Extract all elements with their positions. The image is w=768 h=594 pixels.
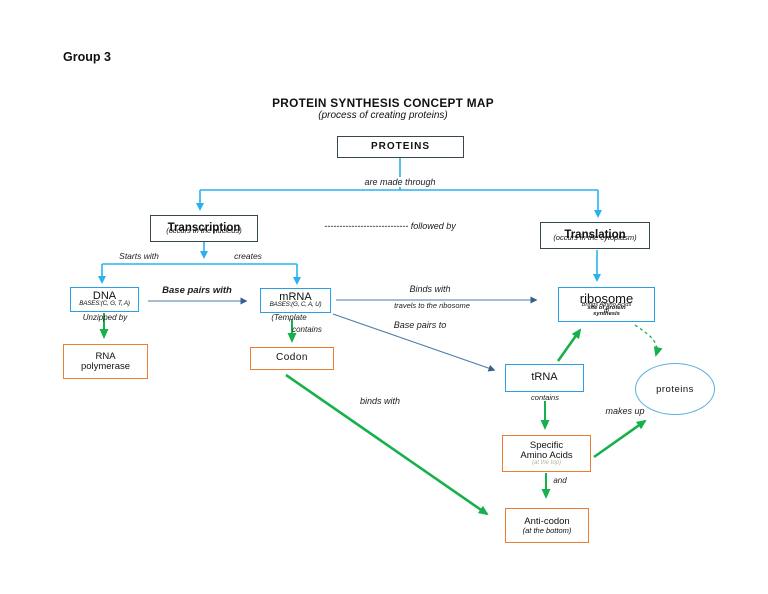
arrow-makes-up-proteins bbox=[593, 419, 647, 459]
edge-label-contains-mrna: contains bbox=[292, 325, 322, 334]
node-rna-polymerase-line2: polymerase bbox=[80, 360, 131, 372]
node-transcription: Transcription (occurs in the nucleus) bbox=[150, 215, 258, 242]
node-ribosome-note2: site of protein synthesis bbox=[587, 304, 626, 317]
node-mrna-bases: BASES:(G, C, A, U) bbox=[269, 300, 322, 308]
node-codon-label: Codon bbox=[276, 352, 308, 364]
edge-label-starts-with: Starts with bbox=[119, 251, 159, 261]
node-mrna: mRNA BASES:(G, C, A, U) bbox=[260, 288, 331, 313]
node-anti-codon-note: (at the bottom) bbox=[522, 525, 572, 535]
node-proteins-ellipse-label: proteins bbox=[656, 383, 694, 395]
arrow-ribosome-to-proteins-dashed bbox=[634, 324, 663, 357]
node-ribosome-notes: Brings Amino Acids to site of protein sy… bbox=[559, 301, 654, 317]
node-rna-polymerase-line1: RNA bbox=[95, 350, 116, 362]
node-codon: Codon bbox=[250, 347, 334, 370]
node-saa-line1: Specific bbox=[529, 439, 564, 451]
edge-label-base-pairs-with: Base pairs with bbox=[162, 285, 232, 296]
edge-label-binds-with-green: binds with bbox=[359, 396, 401, 406]
page-title: PROTEIN SYNTHESIS CONCEPT MAP bbox=[272, 96, 494, 110]
edge-label-base-pairs-to: Base pairs to bbox=[393, 320, 447, 330]
node-dna-bases: BASES:(C, G, T, A) bbox=[79, 299, 130, 307]
node-ribosome-note1: Brings Amino Acids to bbox=[581, 301, 632, 314]
node-trna: tRNA bbox=[505, 364, 584, 392]
edge-label-unzipped-by: Unzipped by bbox=[82, 313, 128, 322]
node-transcription-label: Transcription bbox=[167, 222, 241, 235]
node-trna-label: tRNA bbox=[531, 371, 558, 384]
edge-label-contains-trna: contains bbox=[531, 393, 559, 402]
edge-label-creates: creates bbox=[234, 251, 262, 261]
node-ribosome-label: ribosome bbox=[579, 291, 634, 307]
node-dna-label: DNA bbox=[92, 289, 117, 302]
edge-label-binds-with: Binds with bbox=[409, 284, 451, 294]
edge-label-are-made-through: are made through bbox=[361, 177, 439, 187]
edge-label-makes-up: makes up bbox=[605, 406, 645, 416]
node-transcription-note: (occurs in the nucleus) bbox=[166, 226, 242, 236]
edge-label-travels-to-ribosome: travels to the ribosome bbox=[394, 301, 470, 310]
node-rna-polymerase: RNA polymerase bbox=[63, 344, 148, 379]
node-translation-label: Translation bbox=[564, 229, 626, 242]
node-translation: Translation (occurs in the cytoplasm) bbox=[540, 222, 650, 249]
node-specific-amino-acids: Specific Amino Acids (at the top) bbox=[502, 435, 591, 472]
edge-label-followed-by: ---------------------------- followed by bbox=[324, 221, 456, 231]
node-proteins-label: PROTEINS bbox=[370, 140, 431, 152]
node-proteins-ellipse: proteins bbox=[635, 363, 715, 415]
node-proteins: PROTEINS bbox=[337, 136, 464, 158]
page-subtitle: (process of creating proteins) bbox=[318, 110, 448, 121]
group-label: Group 3 bbox=[63, 50, 111, 64]
edge-label-template: (Template bbox=[271, 313, 307, 322]
node-translation-note: (occurs in the cytoplasm) bbox=[553, 233, 637, 243]
edge-label-and: and bbox=[553, 476, 567, 485]
node-anti-codon: Anti-codon (at the bottom) bbox=[505, 508, 589, 543]
node-saa-line2: Amino Acids bbox=[520, 449, 573, 461]
arrow-codon-to-anticodon bbox=[285, 373, 489, 516]
node-mrna-label: mRNA bbox=[279, 290, 312, 303]
node-ribosome: ribosome Brings Amino Acids to site of p… bbox=[558, 287, 655, 322]
node-dna: DNA BASES:(C, G, T, A) bbox=[70, 287, 139, 312]
arrow-mrna-base-pairs-trna bbox=[332, 313, 496, 372]
node-saa-note: (at the top) bbox=[531, 460, 561, 467]
arrow-trna-to-ribosome bbox=[556, 328, 582, 362]
node-anti-codon-label: Anti-codon bbox=[524, 515, 570, 527]
